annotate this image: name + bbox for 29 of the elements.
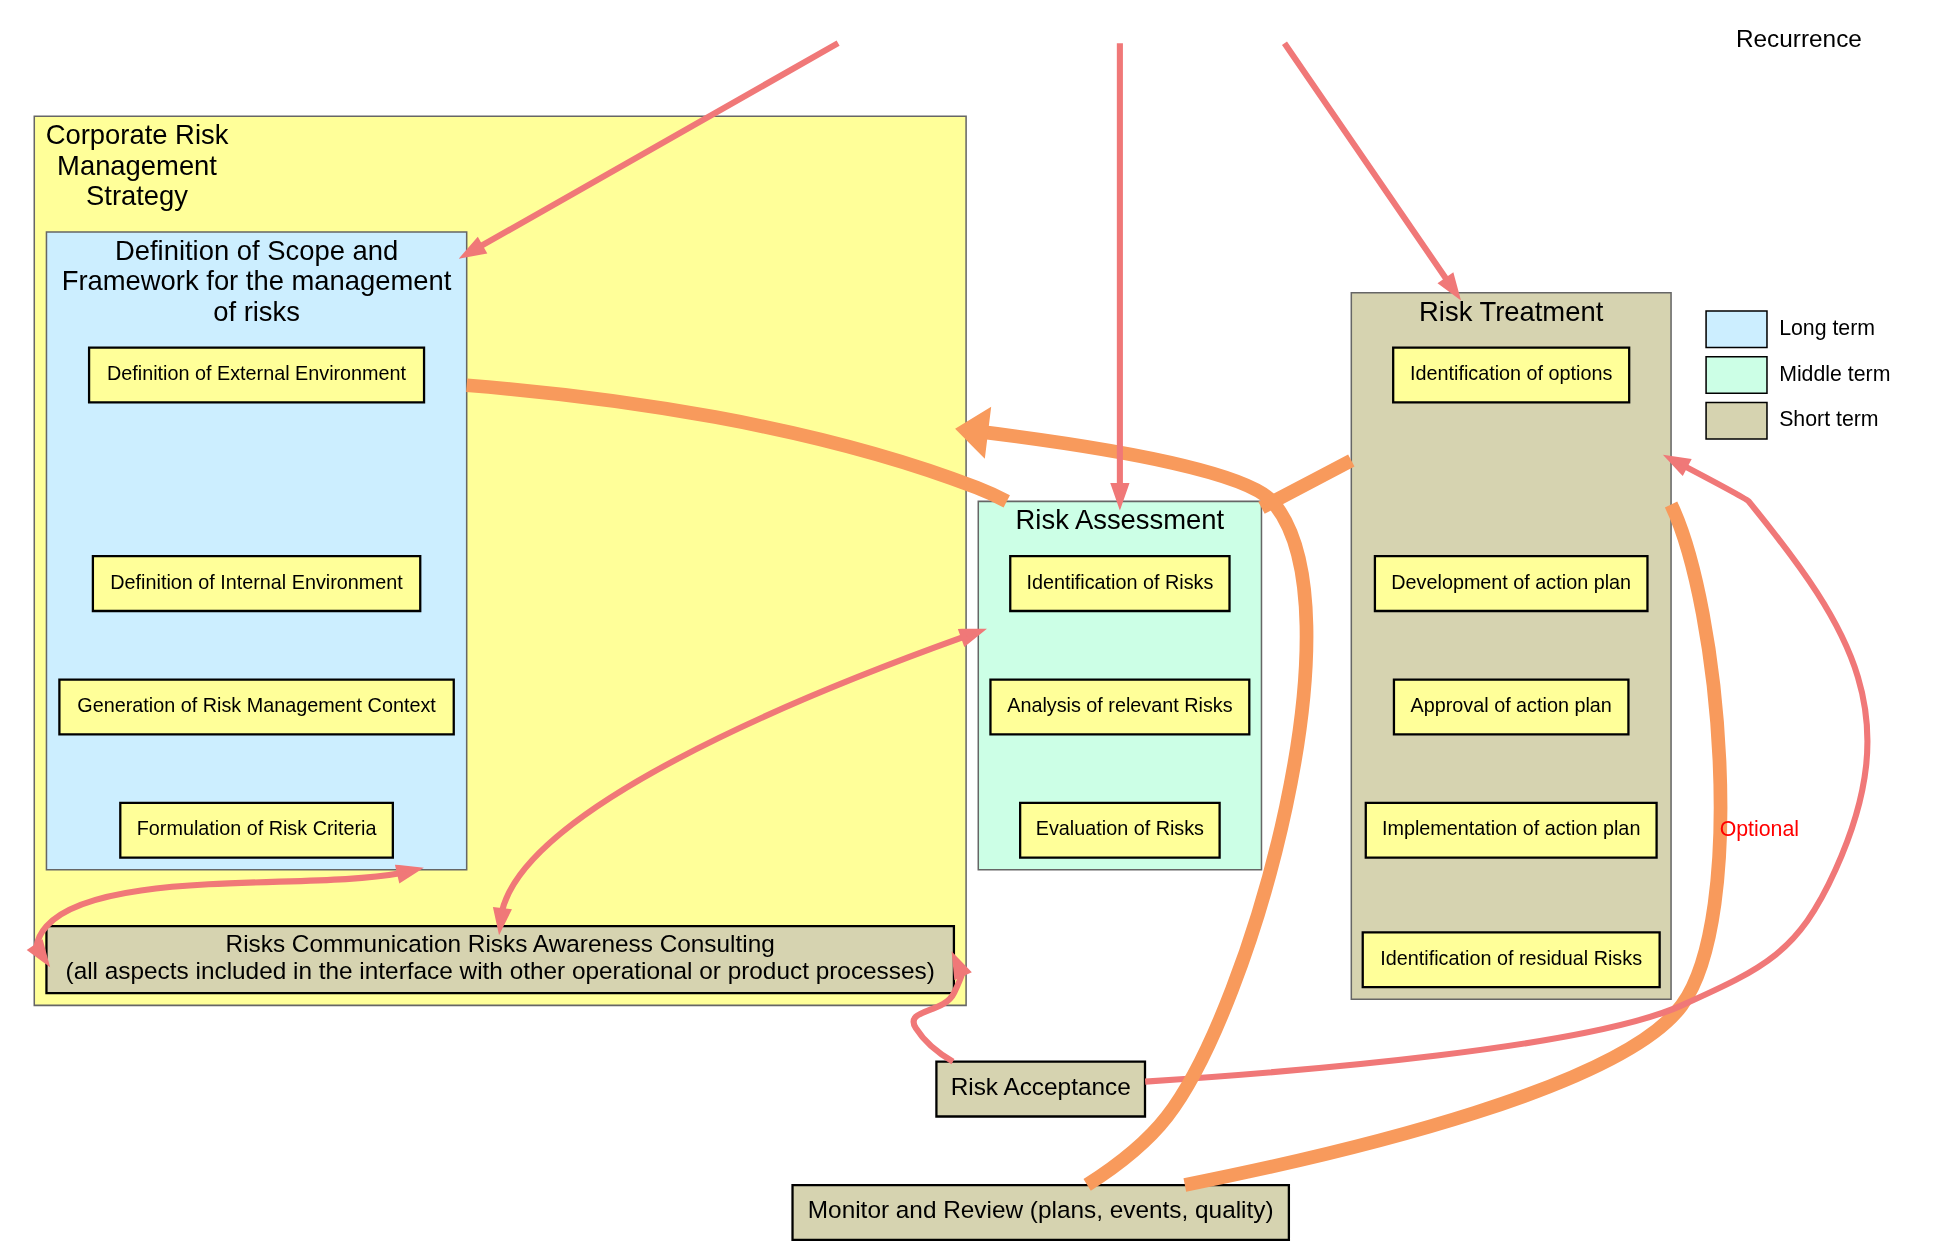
arrow xyxy=(458,40,840,259)
arrow xyxy=(1109,43,1129,511)
node-box: Monitor and Review (plans, events, quality) xyxy=(790,1183,1290,1241)
node-box: Approval of action plan xyxy=(1392,678,1630,736)
node-box: Analysis of relevant Risks xyxy=(988,678,1250,736)
node-box: Definition of Internal Environment xyxy=(91,555,421,613)
node-box: Identification of residual Risks xyxy=(1361,931,1661,989)
label: Recurrence xyxy=(1735,25,1862,53)
node-box: Risk Acceptance xyxy=(934,1060,1146,1118)
arrow xyxy=(492,628,987,936)
legend-label: Middle term xyxy=(1778,361,1890,386)
node-box: Development of action plan xyxy=(1373,555,1649,613)
connector xyxy=(1257,454,1354,514)
node-box: Risks Communication Risks Awareness Consulting (all aspects included in the interface with other operational or product processes) xyxy=(44,925,955,995)
arrow xyxy=(1281,41,1461,301)
node-box: Generation of Risk Management Context xyxy=(57,678,455,736)
node-box: Definition of External Environment xyxy=(87,346,425,404)
connector xyxy=(465,378,1010,508)
legend-label: Short term xyxy=(1778,407,1879,432)
arrow xyxy=(910,951,972,1065)
node-box: Implementation of action plan xyxy=(1364,801,1658,859)
node-box: Formulation of Risk Criteria xyxy=(118,801,394,859)
arrow xyxy=(26,864,424,968)
legend-label: Long term xyxy=(1778,315,1875,340)
node-box: Evaluation of Risks xyxy=(1018,801,1221,859)
arrow xyxy=(1144,454,1870,1085)
node-box: Identification of options xyxy=(1391,346,1630,404)
node-box: Identification of Risks xyxy=(1008,555,1231,613)
arrow xyxy=(954,406,1313,1191)
